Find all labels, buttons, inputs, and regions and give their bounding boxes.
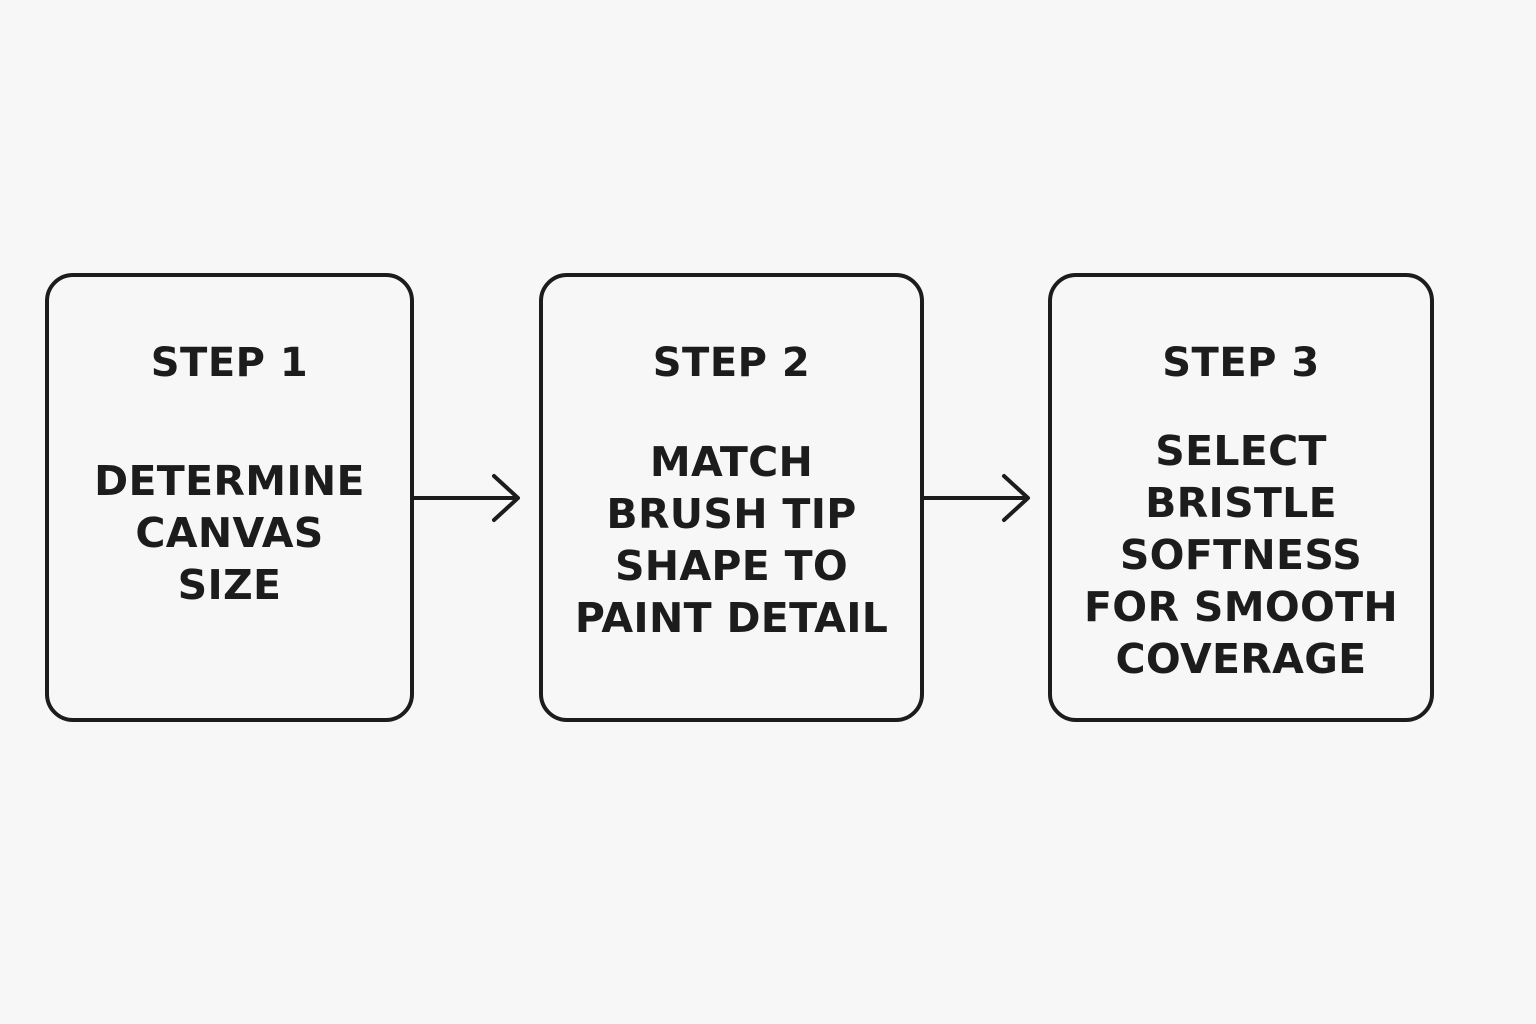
step-1-description: DETERMINE CANVAS SIZE bbox=[49, 455, 410, 611]
step-3-description-line: SELECT bbox=[1155, 427, 1327, 475]
step-3-description-line: BRISTLE bbox=[1145, 479, 1337, 527]
step-1-description-line: CANVAS bbox=[135, 509, 324, 557]
step-2-description-line: BRUSH TIP bbox=[606, 490, 857, 538]
right-arrow-icon bbox=[920, 474, 1030, 522]
step-2-description-line: PAINT DETAIL bbox=[574, 594, 889, 642]
step-2-description-line: SHAPE TO bbox=[614, 542, 849, 590]
step-1-description-line: SIZE bbox=[177, 561, 282, 609]
step-3-description-line: SOFTNESS bbox=[1119, 531, 1363, 579]
step-3-description-line: COVERAGE bbox=[1115, 635, 1367, 683]
step-1-label: STEP 1 bbox=[150, 340, 309, 386]
step-1-description-line: DETERMINE bbox=[94, 457, 365, 505]
right-arrow-icon bbox=[410, 474, 520, 522]
step-3-description: SELECT BRISTLE SOFTNESS FOR SMOOTH COVER… bbox=[1052, 425, 1430, 685]
step-3-description-line: FOR SMOOTH bbox=[1083, 583, 1399, 631]
step-3-label: STEP 3 bbox=[1162, 340, 1320, 386]
step-2-label: STEP 2 bbox=[652, 340, 811, 386]
step-1-box: STEP 1 DETERMINE CANVAS SIZE bbox=[45, 273, 414, 722]
step-2-box: STEP 2 MATCH BRUSH TIP SHAPE TO PAINT DE… bbox=[539, 273, 924, 722]
step-3-box: STEP 3 SELECT BRISTLE SOFTNESS FOR SMOOT… bbox=[1048, 273, 1434, 722]
step-2-description-line: MATCH bbox=[649, 438, 814, 486]
step-2-description: MATCH BRUSH TIP SHAPE TO PAINT DETAIL bbox=[543, 436, 920, 644]
